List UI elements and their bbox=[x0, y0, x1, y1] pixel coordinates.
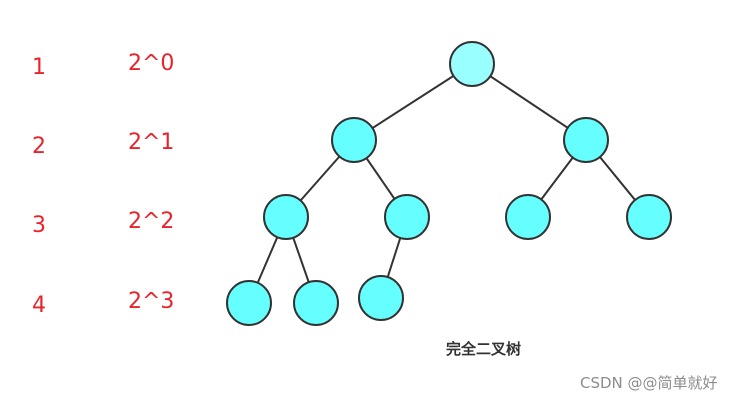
tree-node-root bbox=[449, 41, 495, 87]
level-1-power: 2^0 bbox=[128, 51, 174, 76]
tree-node bbox=[263, 194, 309, 240]
tree-node bbox=[384, 194, 430, 240]
level-4-power: 2^3 bbox=[128, 289, 174, 314]
tree-node bbox=[226, 280, 272, 326]
level-1-number: 1 bbox=[32, 55, 46, 80]
tree-edges bbox=[248, 63, 650, 304]
level-3-power: 2^2 bbox=[128, 209, 174, 234]
edge-n0-n1 bbox=[353, 63, 473, 141]
level-4-number: 4 bbox=[32, 293, 46, 318]
tree-node bbox=[505, 194, 551, 240]
level-labels: 1 2^0 2 2^1 3 2^2 4 2^3 bbox=[32, 51, 174, 318]
csdn-watermark: CSDN @@简单就好 bbox=[580, 374, 718, 392]
level-2-number: 2 bbox=[32, 134, 46, 159]
tree-node bbox=[331, 117, 377, 163]
tree-node bbox=[563, 117, 609, 163]
tree-node bbox=[358, 275, 404, 321]
level-2-power: 2^1 bbox=[128, 130, 174, 155]
tree-node bbox=[293, 280, 339, 326]
tree-node bbox=[626, 194, 672, 240]
tree-nodes bbox=[226, 41, 672, 326]
level-3-number: 3 bbox=[32, 213, 46, 238]
diagram-caption: 完全二叉树 bbox=[446, 340, 521, 358]
